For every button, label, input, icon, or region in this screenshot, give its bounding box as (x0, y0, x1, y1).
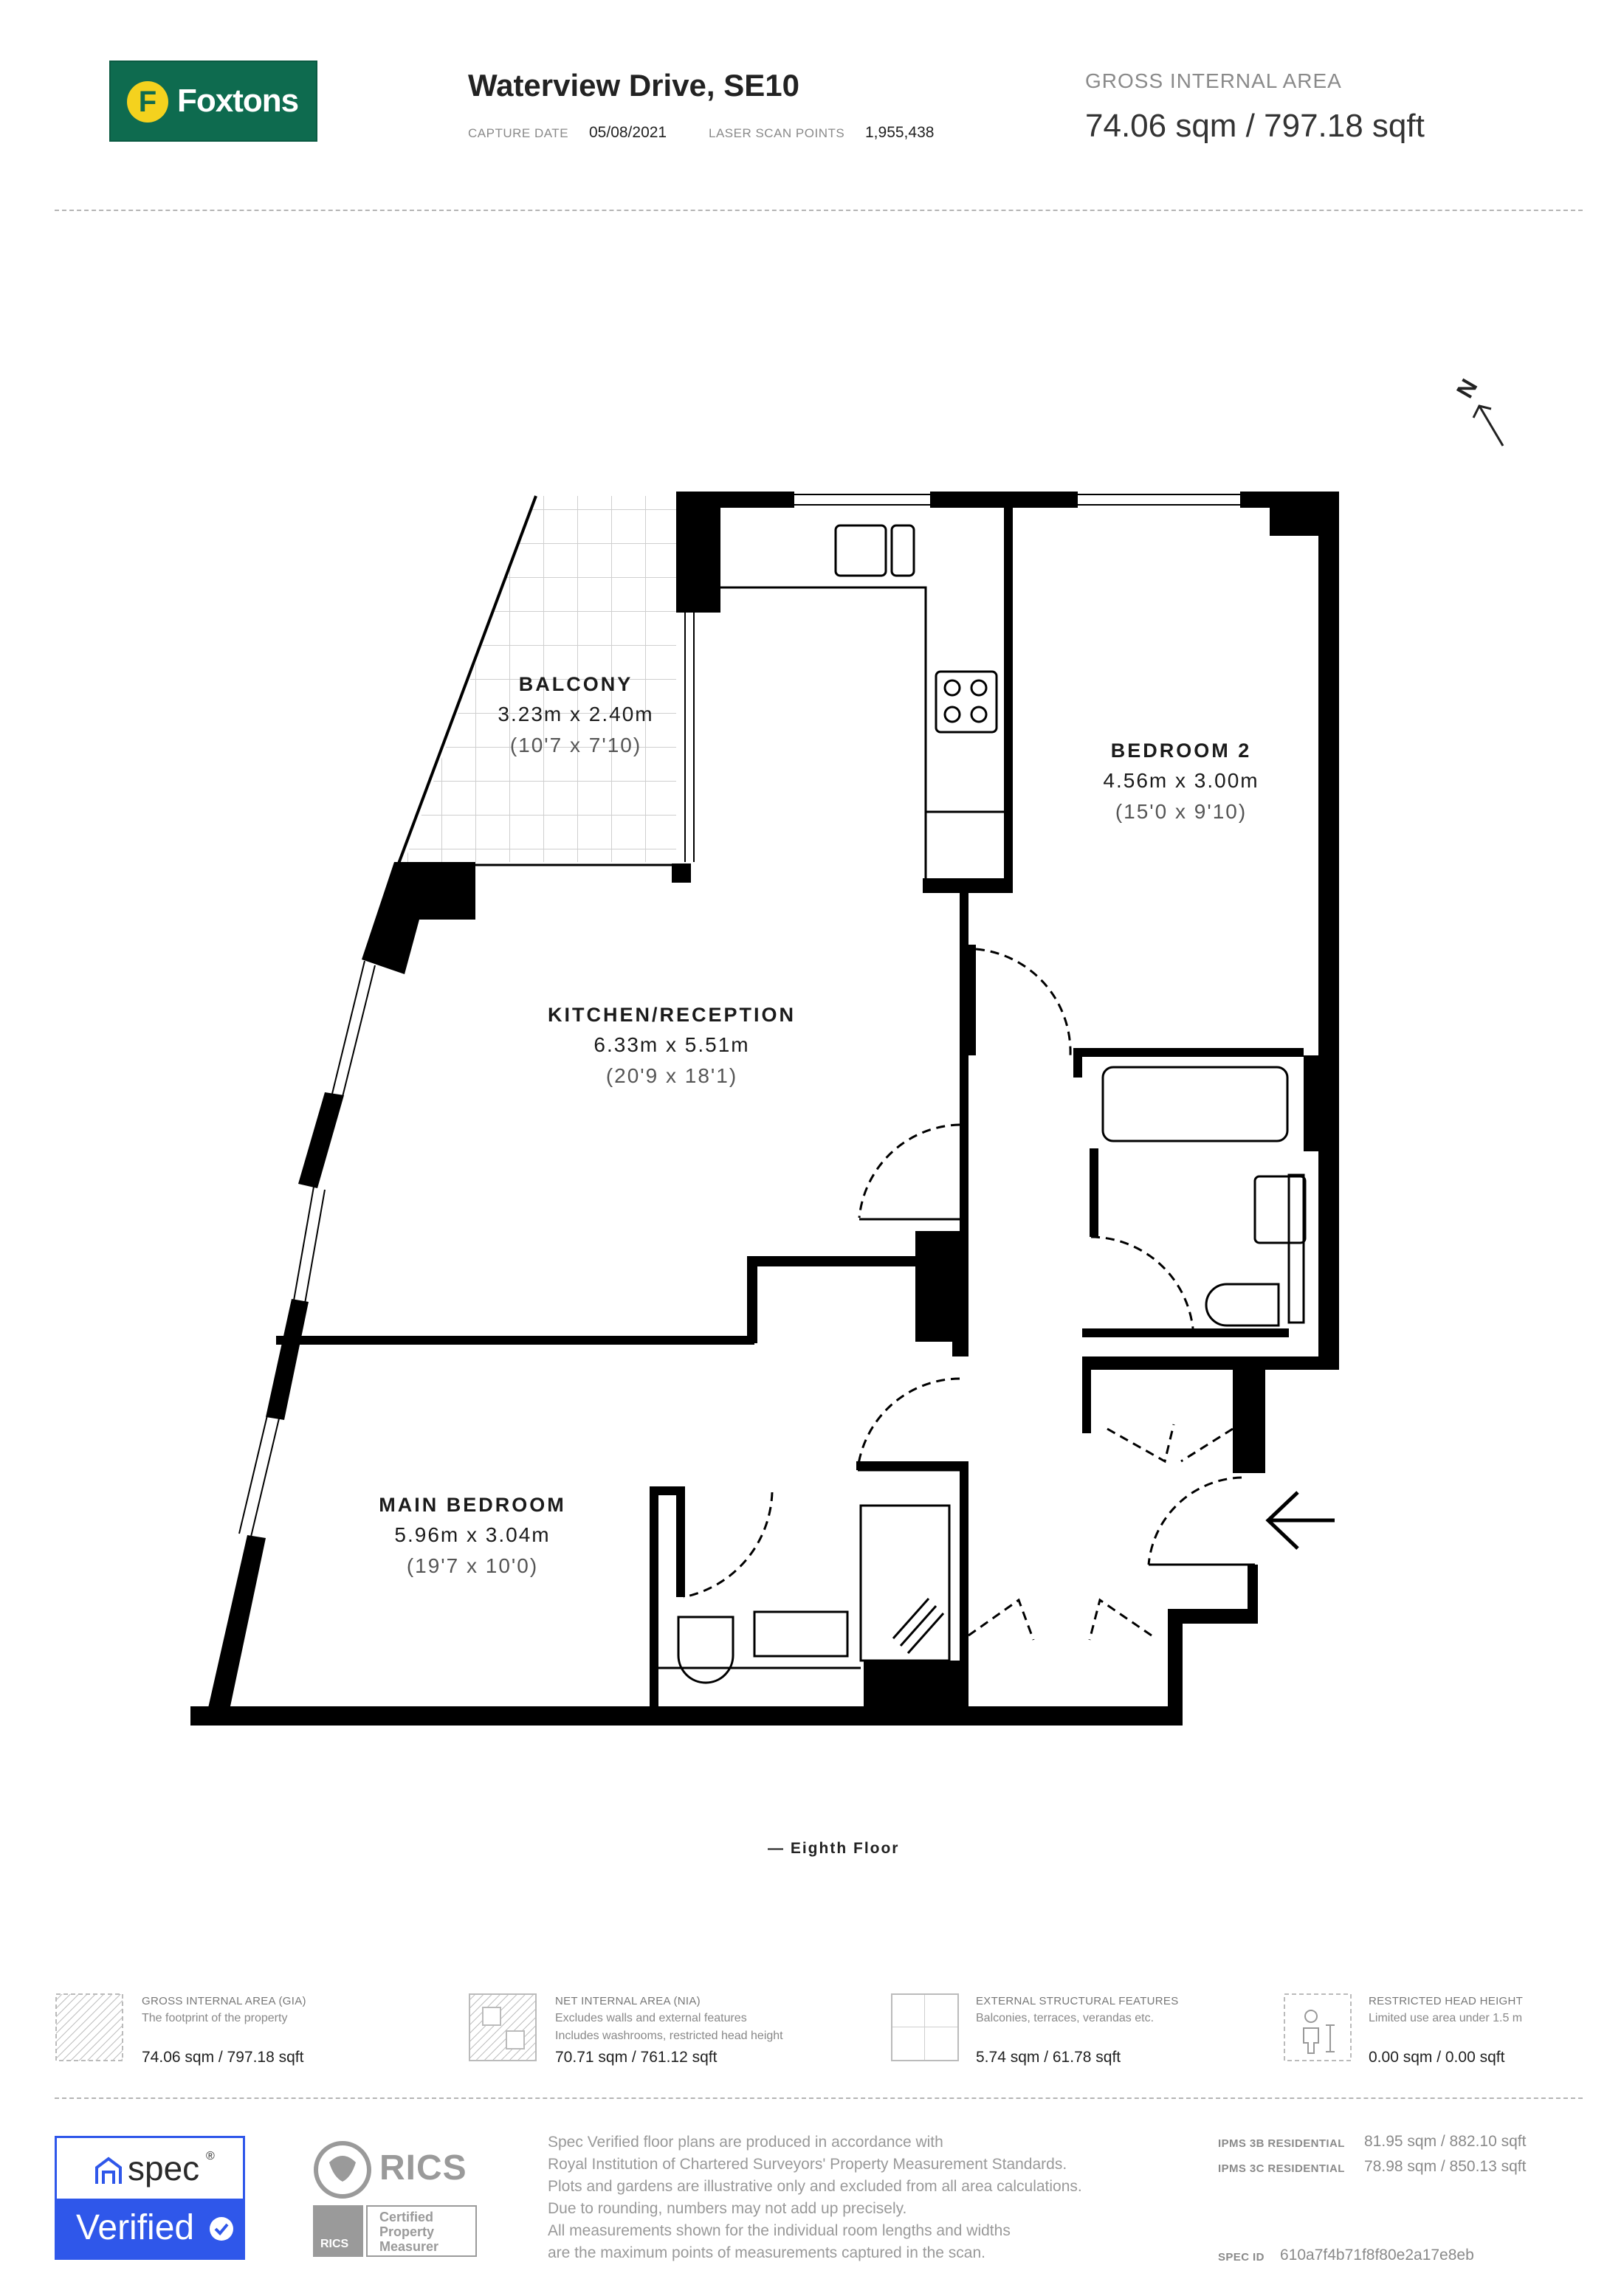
disclaimer-line: All measurements shown for the individua… (548, 2222, 1011, 2239)
rics-certified-box: Certified Property Measurer (366, 2205, 477, 2257)
balcony-imperial: (10'7 x 7'10) (509, 734, 642, 756)
spec-wordmark: spec (128, 2149, 200, 2188)
gia-header-value: 74.06 sqm / 797.18 sqft (1085, 108, 1425, 144)
legend-subtitle: Excludes walls and external features (555, 2012, 747, 2024)
kitchen-metric: 6.33m x 5.51m (593, 1033, 750, 1056)
legend-subtitle: Limited use area under 1.5 m (1369, 2012, 1523, 2024)
spec-badge-bottom: Verified (57, 2199, 243, 2258)
rics-wordmark: RICS (379, 2148, 467, 2188)
kitchen-counter (720, 524, 1004, 883)
capture-date-label: CAPTURE DATE (468, 126, 569, 140)
restricted-height-person-icon (1284, 1993, 1352, 2061)
main-bedroom-metric: 5.96m x 3.04m (394, 1523, 551, 1546)
walls (190, 492, 1339, 1726)
spec-house-icon (95, 2157, 122, 2184)
spec-id-label: SPEC ID (1218, 2251, 1265, 2264)
entrance-arrow-icon (1265, 1491, 1335, 1550)
ipms-3b-value: 81.95 sqm / 882.10 sqft (1364, 2133, 1527, 2150)
rics-cert-line: Measurer (379, 2239, 439, 2254)
floor-label: — Eighth Floor (768, 1840, 900, 1857)
gia-hatch-icon (55, 1993, 123, 2061)
bedroom2-name: BEDROOM 2 (1110, 740, 1252, 762)
disclaimer-line: Plots and gardens are illustrative only … (548, 2178, 1082, 2195)
bedroom2-imperial: (15'0 x 9'10) (1115, 800, 1248, 823)
rics-lion-icon (314, 2141, 371, 2199)
legend-title: GROSS INTERNAL AREA (GIA) (142, 1995, 306, 2007)
verified-check-icon (210, 2217, 233, 2241)
compass-arrow-icon (1472, 404, 1504, 447)
capture-date-value: 05/08/2021 (589, 124, 667, 141)
gia-header-label: GROSS INTERNAL AREA (1085, 69, 1342, 92)
kitchen-imperial: (20'9 x 18'1) (605, 1064, 738, 1087)
legend-value: 74.06 sqm / 797.18 sqft (142, 2049, 304, 2066)
disclaimer-line: Royal Institution of Chartered Surveyors… (548, 2156, 1067, 2173)
verified-label: Verified (76, 2208, 195, 2247)
scan-points-value: 1,955,438 (865, 124, 935, 141)
foxtons-logo-initial: F (138, 86, 157, 118)
bedroom2-metric: 4.56m x 3.00m (1103, 769, 1259, 792)
external-features-grid-icon (891, 1993, 959, 2061)
ipms-3b-label: IPMS 3B RESIDENTIAL (1218, 2137, 1345, 2150)
legend-title: EXTERNAL STRUCTURAL FEATURES (976, 1995, 1179, 2007)
spec-registered-mark: ® (206, 2150, 215, 2162)
floor-plan (190, 492, 1339, 1726)
balcony-metric: 3.23m x 2.40m (498, 703, 654, 725)
spec-id-value: 610a7f4b71f8f80e2a17e8eb (1280, 2247, 1474, 2264)
balcony-name: BALCONY (518, 673, 633, 695)
legend-value: 0.00 sqm / 0.00 sqft (1369, 2049, 1505, 2066)
disclaimer-line: Spec Verified floor plans are produced i… (548, 2134, 943, 2151)
legend-subtitle: The footprint of the property (142, 2012, 288, 2024)
door-swings (683, 948, 1242, 1641)
spec-badge-top: spec ® (57, 2138, 243, 2199)
spec-verified-badge: spec ® Verified (55, 2136, 245, 2260)
legend-value: 70.71 sqm / 761.12 sqft (555, 2049, 718, 2066)
nia-hatch-icon (469, 1993, 537, 2061)
rics-small-badge: RICS (313, 2205, 363, 2257)
disclaimer-line: Due to rounding, numbers may not add up … (548, 2200, 907, 2217)
footer-divider (55, 2097, 1583, 2099)
header-divider (55, 210, 1583, 211)
legend-subtitle: Includes washrooms, restricted head heig… (555, 2030, 783, 2042)
legend-value: 5.74 sqm / 61.78 sqft (976, 2049, 1121, 2066)
main-bedroom-imperial: (19'7 x 10'0) (406, 1554, 539, 1577)
door-leaves (858, 1218, 1255, 1566)
disclaimer-line: are the maximum points of measurements c… (548, 2244, 985, 2261)
bathroom-fixtures (658, 1066, 1307, 1684)
foxtons-logo-text: Foxtons (177, 83, 299, 119)
rics-small-label: RICS (320, 2238, 349, 2250)
foxtons-logo-mark: F (127, 81, 168, 123)
scan-points-label: LASER SCAN POINTS (709, 126, 845, 140)
windows (238, 494, 1240, 1537)
foxtons-logo: F Foxtons (109, 61, 317, 142)
rics-cert-line: Property (379, 2224, 435, 2239)
kitchen-name: KITCHEN/RECEPTION (547, 1004, 796, 1026)
rics-cert-line: Certified (379, 2210, 434, 2224)
disclaimer: Spec Verified floor plans are produced i… (548, 2131, 1183, 2264)
property-title: Waterview Drive, SE10 (468, 68, 799, 103)
main-bedroom-name: MAIN BEDROOM (379, 1494, 566, 1516)
legend-subtitle: Balconies, terraces, verandas etc. (976, 2012, 1155, 2024)
ipms-3c-label: IPMS 3C RESIDENTIAL (1218, 2162, 1345, 2175)
legend-title: RESTRICTED HEAD HEIGHT (1369, 1995, 1524, 2007)
legend-title: NET INTERNAL AREA (NIA) (555, 1995, 701, 2007)
ipms-3c-value: 78.98 sqm / 850.13 sqft (1364, 2158, 1527, 2175)
